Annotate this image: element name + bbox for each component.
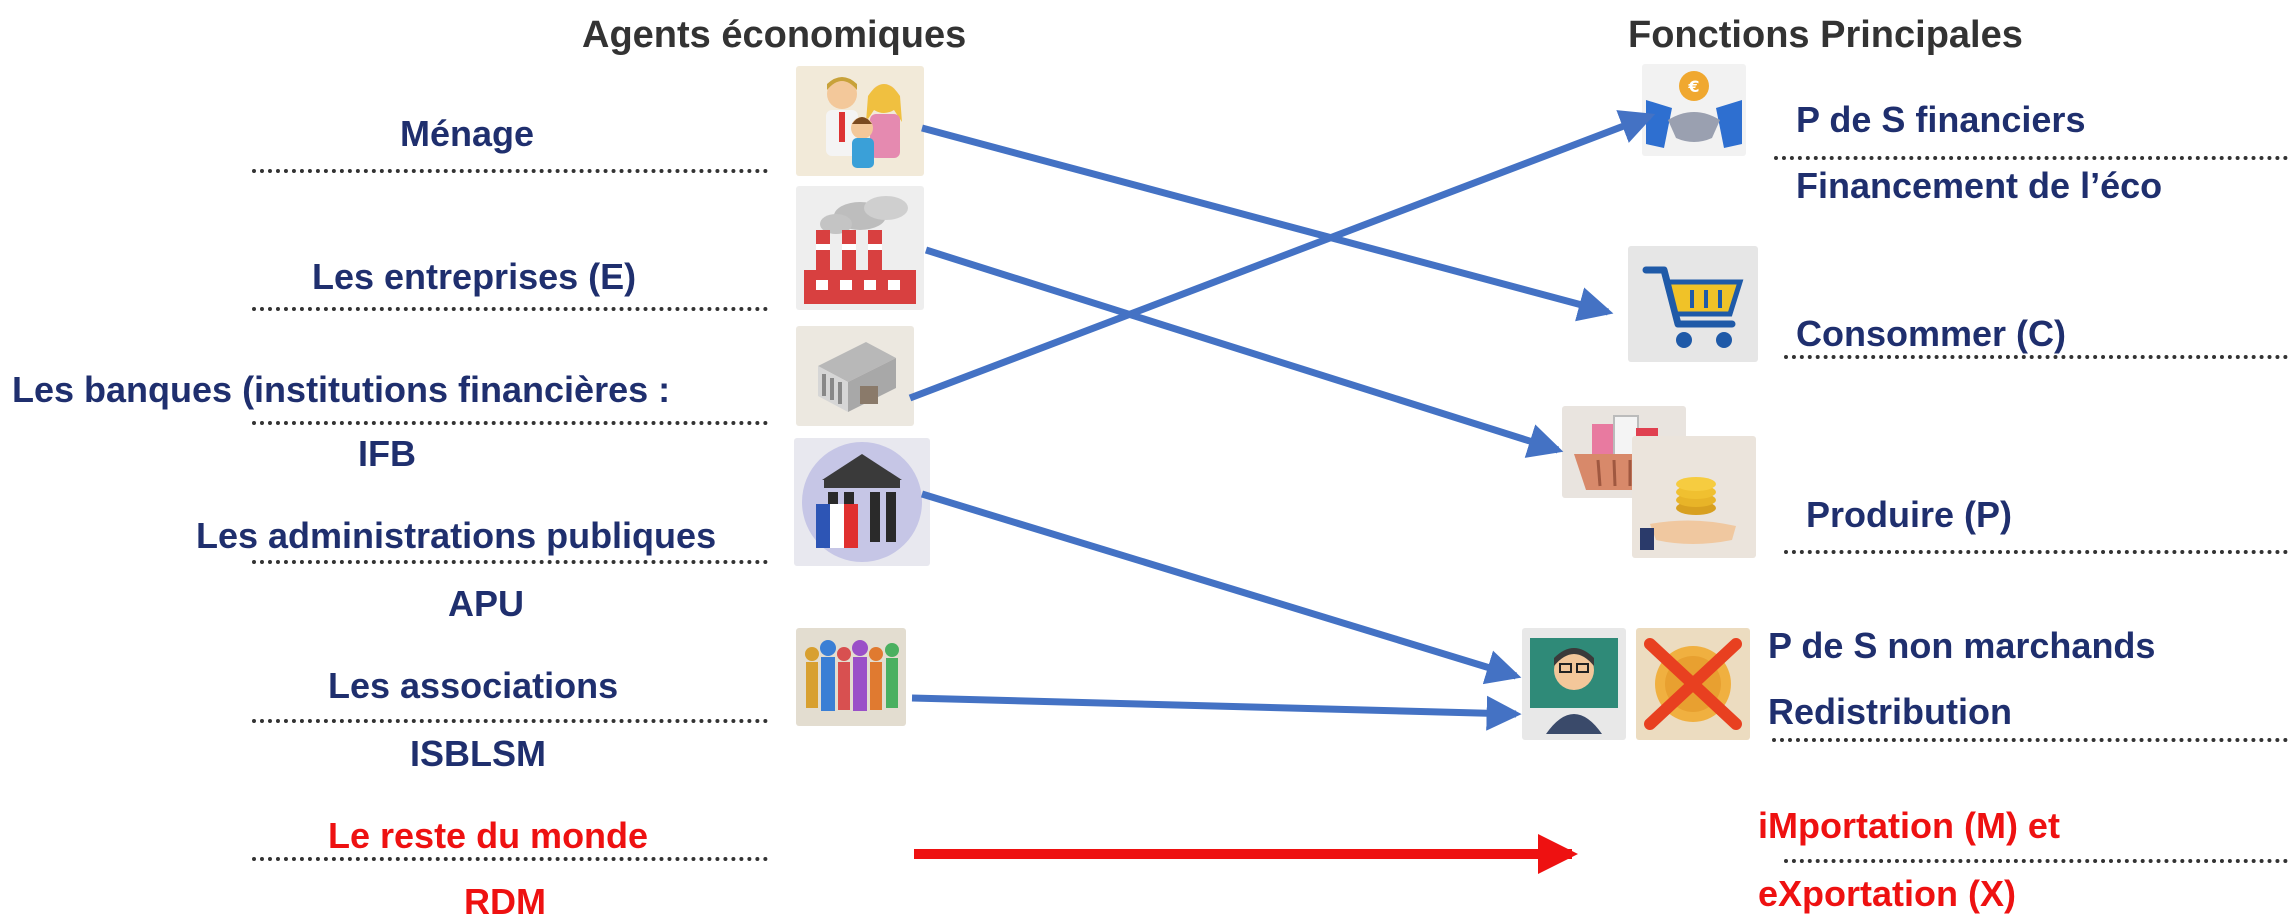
arrow-entreprises-produire: [924, 246, 1564, 458]
factory-icon: [796, 186, 924, 310]
dotted-line: [252, 719, 768, 723]
function-redistribution: Redistribution: [1768, 691, 2012, 732]
agent-rdm-abbr: RDM: [464, 881, 546, 922]
agent-associations-abbr: ISBLSM: [410, 733, 547, 774]
agent-menage: Ménage: [400, 113, 535, 154]
function-financiers: P de S financiers: [1796, 99, 2086, 140]
agent-apu-abbr: APU: [448, 583, 525, 624]
functions-header: Fonctions Principales: [1628, 14, 2023, 56]
coins-hand-icon: [1632, 436, 1756, 558]
arrow-menage-consommer: [921, 124, 1614, 322]
dotted-line: [252, 421, 768, 425]
agent-banques: Les banques (institutions financières :: [12, 369, 671, 410]
bank-icon: [796, 326, 914, 426]
arrow-apu-non-marchands: [920, 490, 1522, 685]
arrow-banques-financiers: [908, 110, 1656, 402]
dotted-line: [252, 169, 768, 173]
handshake-icon: €: [1642, 64, 1746, 156]
dotted-line: [1784, 355, 2288, 359]
people-icon: [796, 628, 906, 726]
dotted-line: [1784, 550, 2288, 554]
agent-rdm: Le reste du monde: [328, 815, 649, 856]
function-financement: Financement de l’éco: [1796, 165, 2163, 206]
cancelled-coin-icon: [1636, 628, 1750, 740]
family-icon: [796, 66, 924, 176]
agents-header: Agents économiques: [582, 14, 967, 56]
dotted-line: [252, 560, 768, 564]
agent-associations: Les associations: [328, 665, 619, 706]
agent-banques-abbr: IFB: [358, 433, 416, 474]
arrow-associations-redistribution: [911, 694, 1522, 731]
teacher-icon: [1522, 628, 1626, 740]
function-produire: Produire (P): [1806, 494, 2013, 535]
function-importation: iMportation (M) et: [1758, 805, 2060, 846]
svg-text:€: €: [1687, 77, 1699, 96]
dotted-line: [1784, 859, 2288, 863]
dotted-line: [1772, 738, 2288, 742]
function-exportation: eXportation (X): [1758, 873, 2016, 914]
government-icon: [794, 438, 930, 566]
agent-entreprises: Les entreprises (E): [312, 256, 637, 297]
dotted-line: [1774, 156, 2288, 160]
cart-icon: [1628, 246, 1758, 362]
dotted-line: [252, 307, 768, 311]
function-consommer: Consommer (C): [1796, 313, 2067, 354]
agent-apu: Les administrations publiques: [196, 515, 717, 556]
dotted-line: [252, 857, 768, 861]
function-non-marchands: P de S non marchands: [1768, 625, 2156, 666]
